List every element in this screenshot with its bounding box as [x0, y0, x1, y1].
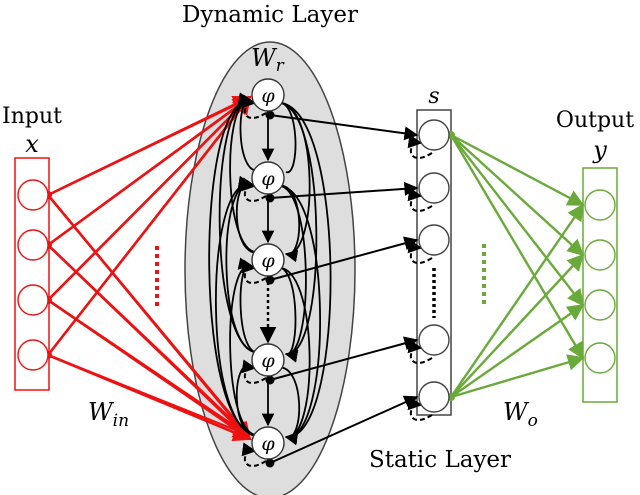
- static-node: [418, 224, 450, 256]
- input-edge: [47, 98, 249, 356]
- reservoir-node: [251, 243, 285, 277]
- reservoir-self-loop: [241, 177, 267, 202]
- reservoir-edge-dot: [265, 458, 275, 468]
- reservoir-node-phi: φ: [261, 250, 275, 272]
- static-self-loop: [407, 187, 433, 212]
- static-node: [418, 119, 450, 151]
- reservoir-self-loop: [241, 359, 267, 384]
- reservoir-self-loop: [241, 94, 267, 119]
- output-label: Output: [556, 108, 634, 133]
- recurrent-edge: [225, 175, 261, 353]
- reservoir-node: [251, 343, 285, 377]
- output-node: [584, 189, 616, 221]
- w-o-label: Wo: [503, 398, 538, 431]
- gap-indicators: [155, 244, 486, 318]
- static-self-loop: [407, 134, 433, 159]
- reservoir-node: [251, 78, 285, 112]
- output-node: [584, 342, 616, 374]
- reservoir-static-edge: [269, 236, 419, 281]
- nodes: φ φ φ φ φ: [17, 78, 616, 460]
- input-edge: [47, 194, 249, 436]
- reservoir-static-edge: [269, 336, 419, 381]
- reservoir-node-phi: φ: [261, 433, 275, 455]
- static-layer-title: Static Layer: [369, 447, 511, 473]
- w-r-label: Wr: [251, 44, 285, 76]
- input-node: [17, 229, 49, 261]
- input-node: [17, 179, 49, 211]
- recurrent-edge: [275, 267, 297, 355]
- reservoir-static-edge: [269, 114, 419, 141]
- static-node: [418, 172, 450, 204]
- static-s-label: s: [428, 84, 439, 109]
- output-edge: [450, 304, 585, 398]
- w-in-label: Win: [88, 398, 129, 431]
- output-edge: [450, 134, 585, 307]
- input-edge: [47, 299, 249, 436]
- reservoir-node-phi: φ: [261, 85, 275, 107]
- input-node: [17, 284, 49, 316]
- input-layer-box: [14, 157, 50, 391]
- input-edge: [47, 98, 249, 246]
- recurrent-edge: [229, 257, 261, 436]
- input-weight-edges: [44, 95, 252, 442]
- dynamic-layer-title: Dynamic Layer: [182, 2, 358, 28]
- recurrent-edge: [275, 102, 318, 362]
- recurrent-edge: [215, 176, 261, 436]
- input-edge: [47, 98, 249, 301]
- output-layer-box: [582, 167, 618, 403]
- input-x-label: x: [25, 130, 39, 158]
- output-weight-edges: [447, 131, 585, 401]
- output-node: [584, 289, 616, 321]
- reservoir-node: [251, 161, 285, 195]
- output-y-label: y: [592, 136, 607, 164]
- input-node: [17, 339, 49, 371]
- input-label: Input: [2, 104, 62, 129]
- reservoir-self-loop: [241, 259, 267, 284]
- reservoir-edge-dot: [265, 110, 275, 120]
- reservoir-node: [251, 426, 285, 460]
- reservoir-static-edge: [269, 395, 419, 464]
- reservoir-edge-dot: [265, 375, 275, 385]
- static-node: [418, 324, 450, 356]
- output-node: [584, 239, 616, 271]
- reservoir-static-edge: [269, 181, 419, 199]
- reservoir-to-static-edges: [265, 110, 419, 468]
- input-edge: [47, 98, 249, 196]
- reservoir-edge-dot: [265, 193, 275, 203]
- output-edge: [450, 354, 585, 399]
- input-edge: [47, 353, 249, 437]
- recurrent-edge: [275, 366, 301, 438]
- reservoir-node-phi: φ: [261, 350, 275, 372]
- reservoir-edge-dot: [265, 275, 275, 285]
- input-edge: [47, 244, 249, 436]
- static-node: [418, 381, 450, 413]
- output-edge: [450, 253, 585, 398]
- reservoir-node-phi: φ: [261, 168, 275, 190]
- output-edge: [450, 133, 585, 207]
- recurrent-edge: [275, 102, 332, 445]
- reservoir-self-loop: [241, 442, 267, 467]
- output-edge: [450, 203, 584, 398]
